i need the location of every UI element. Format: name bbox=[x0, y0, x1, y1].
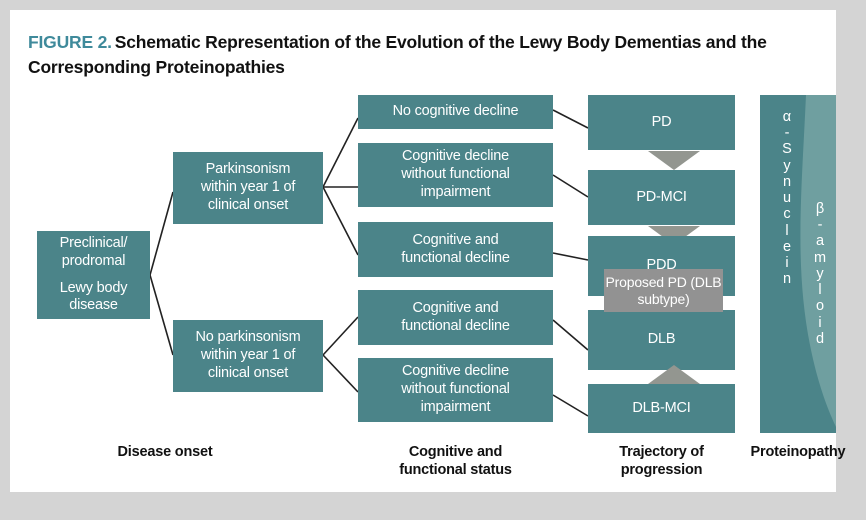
node-line: (DLB subtype) bbox=[637, 273, 722, 307]
caption-disease-onset: Disease onset bbox=[70, 443, 260, 461]
node-line: Preclinical/ bbox=[59, 235, 128, 252]
node-no-parkinsonism-year1: No parkinsonism within year 1 of clinica… bbox=[173, 320, 323, 392]
vert-char: α bbox=[782, 109, 792, 125]
node-line: Cognitive decline bbox=[401, 363, 509, 380]
node-line: Cognitive decline bbox=[401, 148, 509, 165]
proteinopathy-column: α - S y n u c l e i n β - a m y l o i d bbox=[760, 95, 836, 433]
node-trajectory-pd: PD bbox=[588, 95, 735, 150]
node-proposed-pd-dlb-subtype: Proposed PD (DLB subtype) bbox=[604, 269, 723, 312]
caption-line: Trajectory of bbox=[619, 444, 704, 460]
node-line: impairment bbox=[420, 398, 491, 415]
node-trajectory-dlb-mci: DLB-MCI bbox=[588, 384, 735, 433]
node-cognitive-status-2: Cognitive decline without functional imp… bbox=[358, 143, 553, 207]
alpha-synuclein-label: α - S y n u c l e i n bbox=[776, 109, 798, 288]
caption-line: Cognitive and bbox=[408, 444, 503, 460]
vert-char: n bbox=[782, 173, 792, 190]
figure-label: FIGURE 2. bbox=[28, 32, 112, 52]
vert-char: n bbox=[782, 271, 792, 288]
node-cognitive-status-1: No cognitive decline bbox=[358, 95, 553, 129]
node-trajectory-dlb: DLB bbox=[588, 310, 735, 370]
node-line: Parkinsonism bbox=[205, 161, 291, 178]
beta-amyloid-label: β - a m y l o i d bbox=[809, 201, 831, 347]
caption-trajectory-of-progression: Trajectory of progression bbox=[588, 443, 735, 479]
vert-char: β bbox=[815, 201, 825, 217]
vert-char: e bbox=[782, 238, 792, 255]
node-line: clinical onset bbox=[207, 364, 289, 381]
node-line: functional decline bbox=[401, 249, 510, 266]
node-line: within year 1 of bbox=[200, 179, 296, 196]
node-line: without functional bbox=[401, 381, 510, 398]
node-line: Cognitive and bbox=[412, 231, 499, 248]
vert-char: m bbox=[813, 249, 827, 266]
node-preclinical-prodromal: Preclinical/ prodromal Lewy body disease bbox=[37, 231, 150, 319]
vert-char: o bbox=[815, 298, 825, 315]
beta-amyloid-region bbox=[800, 95, 836, 427]
node-line: Cognitive and bbox=[412, 299, 499, 316]
node-line: No parkinsonism bbox=[195, 329, 301, 346]
vert-char: y bbox=[783, 157, 791, 174]
node-line: Lewy body bbox=[59, 279, 128, 296]
arrow-up-dlbmci-to-dlb bbox=[648, 365, 700, 384]
caption-line: progression bbox=[620, 462, 703, 479]
caption-line: Disease onset bbox=[117, 444, 213, 460]
node-trajectory-pd-mci: PD-MCI bbox=[588, 170, 735, 225]
vert-char: u bbox=[782, 190, 792, 207]
node-line: impairment bbox=[420, 183, 491, 200]
node-line: clinical onset bbox=[207, 196, 289, 213]
figure-title: FIGURE 2.Schematic Representation of the… bbox=[28, 30, 808, 80]
node-parkinsonism-year1: Parkinsonism within year 1 of clinical o… bbox=[173, 152, 323, 224]
arrow-down-pd-to-pdmci bbox=[648, 151, 700, 170]
vert-char: c bbox=[783, 206, 791, 223]
figure-frame: FIGURE 2.Schematic Representation of the… bbox=[10, 10, 846, 492]
node-cognitive-status-3: Cognitive and functional decline bbox=[358, 222, 553, 277]
caption-cognitive-functional-status: Cognitive and functional status bbox=[358, 443, 553, 479]
vert-char: S bbox=[782, 141, 792, 158]
node-line: Proposed PD bbox=[605, 273, 687, 290]
caption-line: Proteinopathy bbox=[750, 444, 846, 460]
node-cognitive-status-4: Cognitive and functional decline bbox=[358, 290, 553, 345]
node-line: without functional bbox=[401, 166, 510, 183]
vert-char: l bbox=[785, 222, 789, 239]
node-cognitive-status-5: Cognitive decline without functional imp… bbox=[358, 358, 553, 422]
vert-char: i bbox=[818, 314, 822, 331]
node-line: PD bbox=[651, 113, 672, 130]
vert-char: i bbox=[785, 255, 789, 272]
vert-char: a bbox=[815, 233, 825, 250]
node-line: DLB bbox=[647, 331, 676, 348]
node-line: No cognitive decline bbox=[392, 103, 519, 120]
vert-char: l bbox=[818, 282, 822, 299]
caption-line: functional status bbox=[399, 462, 512, 479]
vert-char: y bbox=[816, 265, 824, 282]
caption-proteinopathy: Proteinopathy bbox=[748, 443, 848, 461]
vert-char: - bbox=[817, 217, 823, 234]
node-line: functional decline bbox=[401, 317, 510, 334]
node-line: DLB-MCI bbox=[632, 399, 691, 416]
node-line: disease bbox=[69, 297, 118, 314]
vert-char: d bbox=[815, 330, 825, 347]
figure-title-text: Schematic Representation of the Evolutio… bbox=[28, 32, 767, 77]
vert-char: - bbox=[784, 125, 790, 142]
node-line: prodromal bbox=[61, 252, 126, 269]
node-line: PD-MCI bbox=[636, 188, 687, 205]
node-line: within year 1 of bbox=[200, 347, 296, 364]
